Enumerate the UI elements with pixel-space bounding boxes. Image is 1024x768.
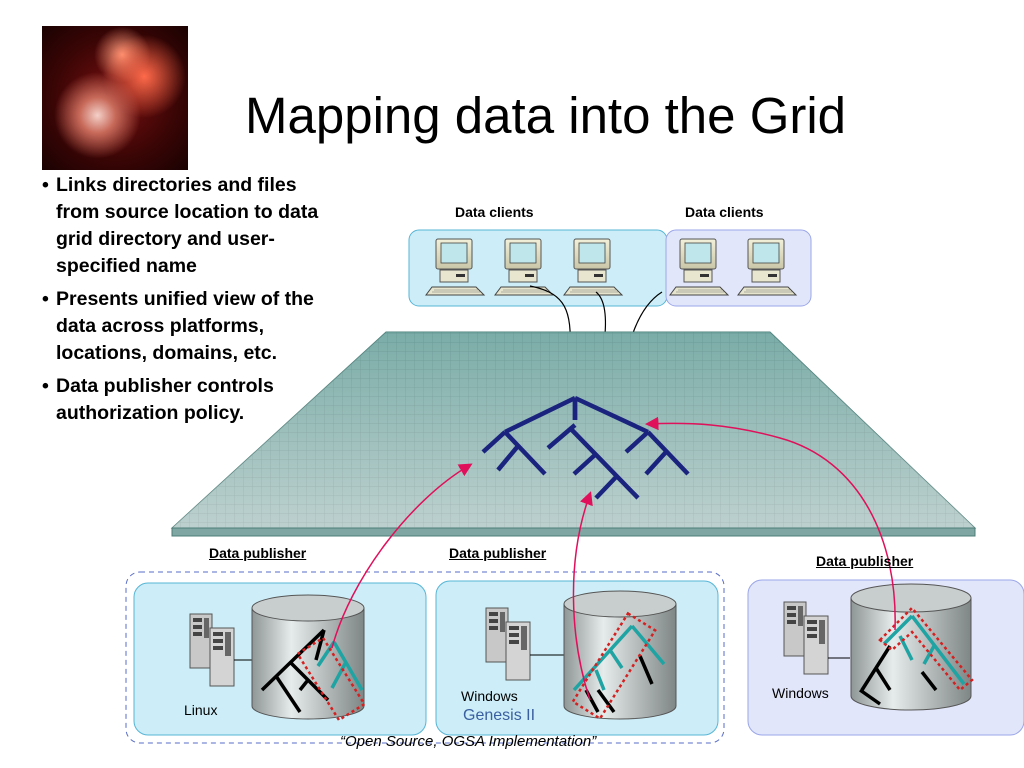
os-label-linux: Linux [184, 702, 218, 718]
local-directory-tree [260, 628, 367, 722]
bullet-list: Links directories and files from source … [42, 172, 342, 433]
os-label-windows: Windows [461, 688, 518, 704]
data-clients-label: Data clients [685, 204, 764, 220]
storage-cylinder [251, 594, 365, 720]
bullet-item: Data publisher controls authorization po… [42, 373, 342, 427]
data-clients-label: Data clients [455, 204, 534, 220]
local-directory-tree [858, 606, 974, 706]
mapping-arrow [572, 491, 593, 701]
storage-cylinder [850, 583, 972, 711]
data-publisher-label: Data publisher [209, 545, 307, 561]
footer-caption: “Open Source, OGSA Implementation” [340, 733, 597, 750]
mapping-arrow [331, 463, 473, 649]
data-publisher-label: Data publisher [816, 553, 914, 569]
nebula-logo-image [42, 26, 188, 170]
bullet-item: Links directories and files from source … [42, 172, 342, 280]
genesis-label: Genesis II [463, 707, 536, 724]
bullet-item: Presents unified view of the data across… [42, 286, 342, 367]
grid-directory-tree [481, 395, 690, 500]
data-publisher-label: Data publisher [449, 545, 547, 561]
slide-title: Mapping data into the Grid [245, 87, 847, 144]
os-label-windows: Windows [772, 685, 829, 701]
storage-cylinder [563, 590, 677, 720]
mapping-arrow [645, 416, 896, 631]
